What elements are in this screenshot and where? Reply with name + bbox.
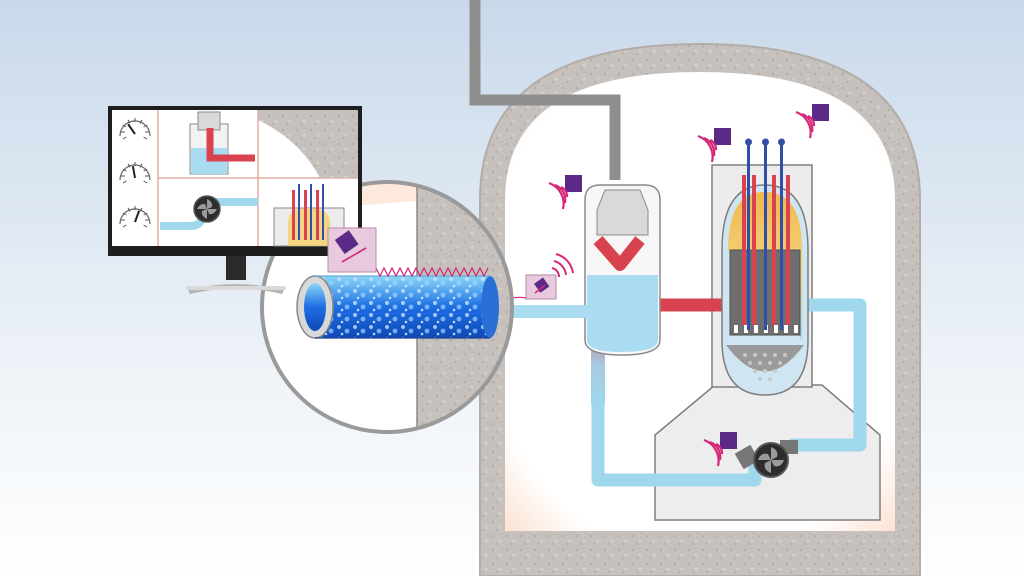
gauge-needle <box>134 210 141 223</box>
feedwater-pipe <box>495 305 587 318</box>
wireless-sensor-icon <box>703 432 737 467</box>
analog-gauge-icon <box>119 118 151 140</box>
cold-leg-pipe-bottom <box>591 400 762 487</box>
magnified-water-pipe <box>296 275 499 339</box>
gauge-needle <box>127 123 136 135</box>
pipe-sensor <box>504 253 574 301</box>
gauge-needle <box>131 166 136 179</box>
lower-plenum <box>726 345 804 372</box>
grey-pipe-inside <box>475 94 621 180</box>
screen-panel-tank <box>189 111 255 175</box>
wireless-sensor-icon <box>697 128 731 163</box>
pressurizer-tank <box>584 184 661 356</box>
wireless-sensor-icon <box>795 104 829 139</box>
analog-gauge-icon <box>119 206 151 228</box>
wireless-sensor-icon <box>548 175 582 210</box>
pump-fan-icon <box>734 440 798 478</box>
screen-panel-pump <box>160 195 258 230</box>
control-monitor <box>108 106 362 294</box>
screen-panel-reactor <box>273 184 345 247</box>
screen-gauges <box>119 118 151 228</box>
analog-gauge-icon <box>119 162 151 184</box>
control-rods <box>742 138 790 330</box>
monitor-sensor-box <box>327 227 377 273</box>
cold-leg-pipe-right <box>790 298 867 452</box>
screen-panel-wall <box>258 110 358 178</box>
